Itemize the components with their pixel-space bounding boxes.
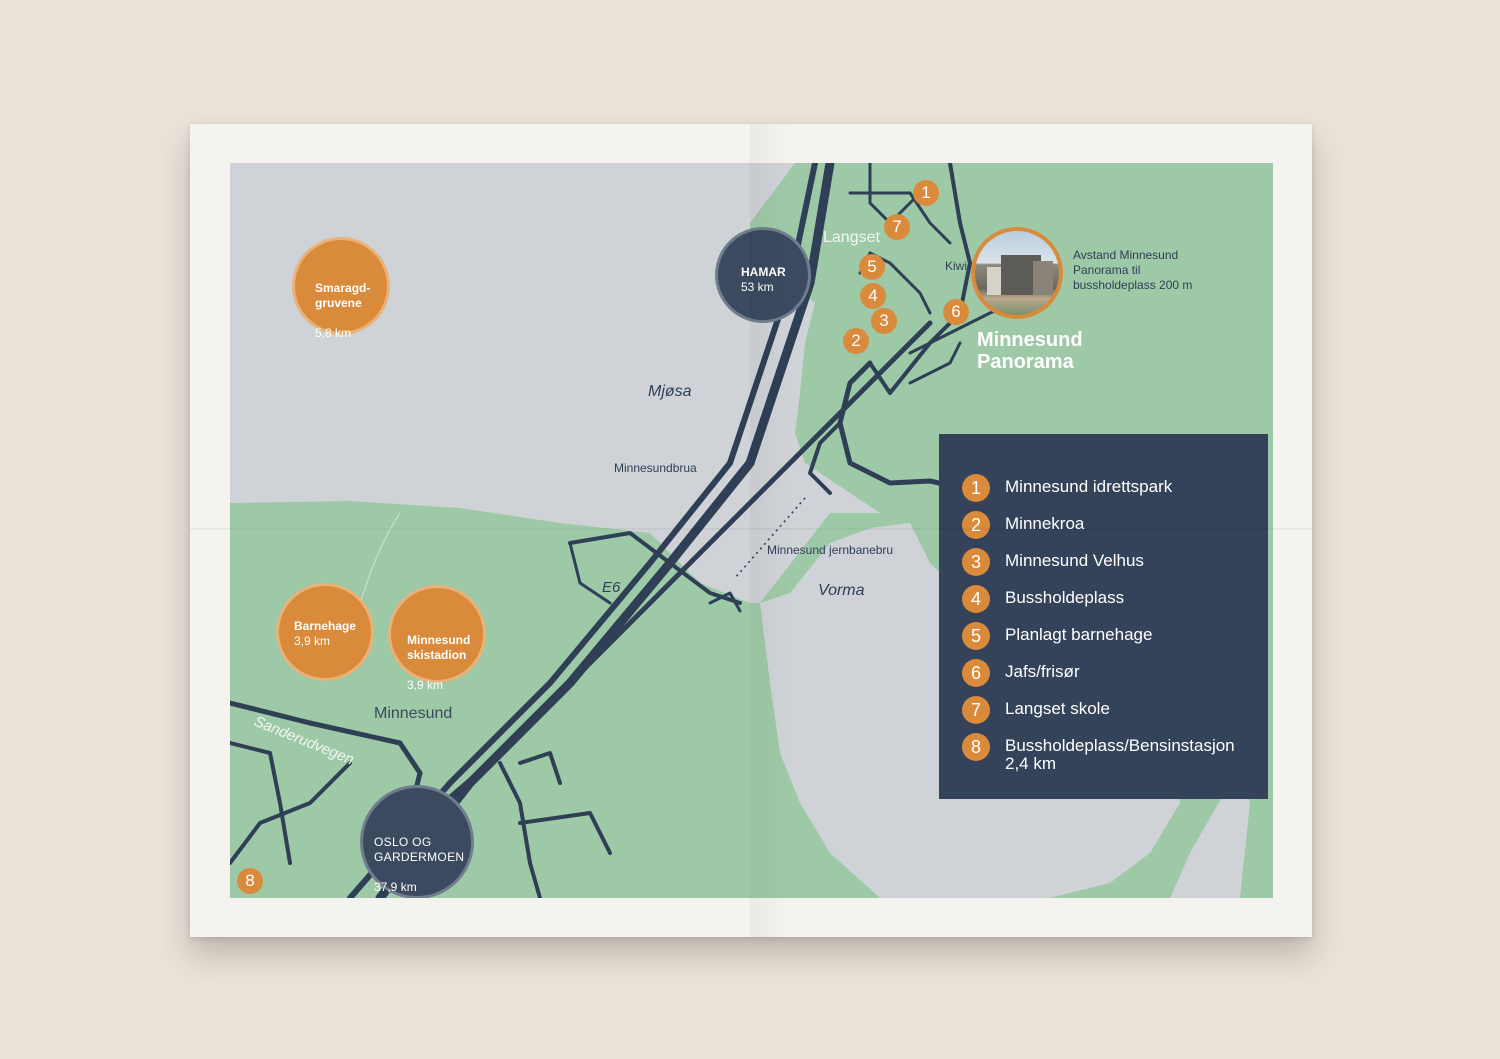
destination-name: Smaragd- gruvene	[315, 281, 371, 310]
map-pin-3[interactable]: 3	[871, 308, 897, 334]
label-jernbanebru: Minnesund jernbanebru	[767, 543, 894, 557]
legend-number: 3	[962, 548, 990, 576]
area-map: Mjøsa Vorma Minnesundbrua Minnesund jern…	[230, 163, 1273, 898]
legend-number: 5	[962, 622, 990, 650]
map-pin-4[interactable]: 4	[860, 283, 886, 309]
legend-number: 1	[962, 474, 990, 502]
project-title-line2: Panorama	[977, 351, 1074, 373]
map-pin-8[interactable]: 8	[237, 868, 263, 894]
destination-smaragdgruvene: Smaragd- gruvene 5,8 km	[292, 237, 390, 340]
legend-label: Minnekroa	[1005, 514, 1085, 533]
legend-number: 2	[962, 511, 990, 539]
legend-number: 7	[962, 696, 990, 724]
project-title: Minnesund Panorama	[977, 329, 1083, 373]
legend-label: Planlagt barnehage	[1005, 625, 1153, 644]
map-pin-1[interactable]: 1	[913, 180, 939, 206]
destination-name: Minnesund skistadion	[407, 633, 471, 662]
legend-label: Minnesund idrettspark	[1005, 477, 1173, 496]
project-title-line1: Minnesund	[977, 329, 1083, 351]
trail	[359, 512, 401, 604]
map-pin-6[interactable]: 6	[943, 299, 969, 325]
legend-label: Langset skole	[1005, 699, 1110, 718]
legend-number: 8	[962, 733, 990, 761]
map-legend: 1 Minnesund idrettspark 2 Minnekroa 3 Mi…	[939, 434, 1268, 799]
photo-building	[1033, 261, 1053, 295]
destination-barnehage: Barnehage 3,9 km	[276, 583, 374, 681]
project-photo	[971, 227, 1063, 319]
destination-distance: 3,9 km	[294, 634, 331, 648]
destination-name: HAMAR	[741, 265, 786, 279]
map-pin-5[interactable]: 5	[859, 254, 885, 280]
legend-label: Jafs/frisør	[1005, 662, 1080, 681]
legend-label: Minnesund Velhus	[1005, 551, 1144, 570]
destination-distance: 5,8 km	[315, 326, 352, 340]
legend-number: 4	[962, 585, 990, 613]
destination-name: Barnehage	[294, 619, 357, 633]
destination-distance: 53 km	[741, 280, 774, 294]
label-e6: E6	[602, 579, 621, 596]
destination-distance: 37,9 km	[374, 880, 417, 894]
legend-label: Bussholdeplass	[1005, 588, 1125, 607]
destination-oslo-gardermoen: OSLO OG GARDERMOEN 37,9 km	[360, 785, 474, 898]
destination-skistadion: Minnesund skistadion 3,9 km	[388, 585, 486, 692]
label-vorma: Vorma	[818, 582, 865, 599]
destination-distance: 3,9 km	[407, 678, 444, 692]
destination-hamar: HAMAR 53 km	[715, 227, 811, 323]
label-minnesund: Minnesund	[374, 705, 453, 722]
legend-number: 6	[962, 659, 990, 687]
label-mjosa: Mjøsa	[648, 383, 692, 400]
label-minnesundbrua: Minnesundbrua	[614, 461, 697, 475]
map-pin-7[interactable]: 7	[884, 214, 910, 240]
label-kiwi: Kiwi	[945, 259, 968, 273]
project-distance-note: Avstand Minnesund Panorama til bussholde…	[1073, 248, 1193, 292]
map-pin-2[interactable]: 2	[843, 328, 869, 354]
legend-label: Bussholdeplass/Bensinstasjon 2,4 km	[1005, 736, 1235, 773]
destination-name: OSLO OG GARDERMOEN	[374, 835, 465, 864]
label-langset: Langset	[823, 229, 880, 246]
